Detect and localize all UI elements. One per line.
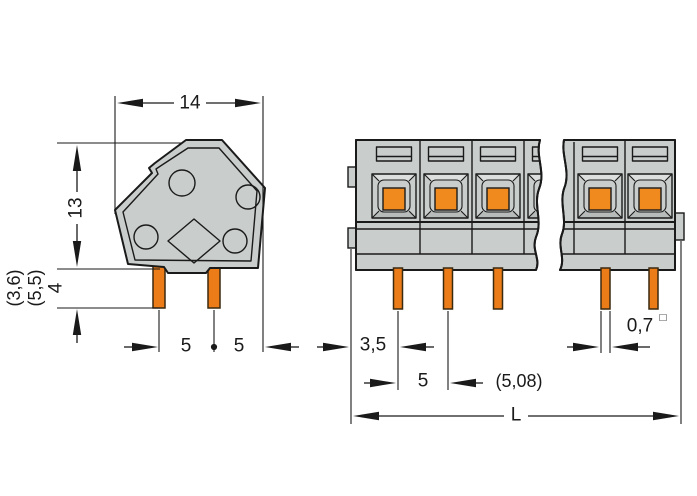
- mounting-tab: [347, 227, 357, 249]
- dim-label-pitch-alt: (5,08): [495, 371, 542, 391]
- dim-label-pin-spacing-left: 5: [181, 336, 192, 357]
- dim-pin-cross-section: 0,7 □: [567, 312, 667, 352]
- dim-label-pin-length: 4: [46, 282, 67, 293]
- dim-label-end-to-pin: 3,5: [360, 335, 386, 356]
- side-housing-inner-wall: [122, 147, 258, 262]
- dim-label-pin-length-alt2: (3,6): [4, 269, 24, 306]
- housing-hole: [222, 228, 248, 254]
- dim-housing-width: 14: [117, 93, 261, 114]
- dim-side-pin-spacing: 5 5: [124, 336, 299, 357]
- mounting-tab: [347, 166, 357, 188]
- pcb-pin: [392, 267, 404, 310]
- side-housing: [114, 139, 266, 274]
- dim-housing-height: 13: [66, 145, 87, 267]
- pcb-pin: [648, 267, 659, 310]
- dim-label-total-length: L: [511, 405, 522, 426]
- dim-pin-pitch: 5 (5,08): [364, 371, 543, 392]
- dim-pin-length: 4 (5,5) (3,6): [4, 269, 82, 343]
- front-view: [347, 139, 685, 310]
- dim-end-to-first-pin: 3,5: [317, 335, 434, 356]
- dim-label-pin-width-square-symbol: □: [660, 312, 667, 324]
- dim-total-length: L: [353, 405, 679, 426]
- front-right-details: [560, 140, 675, 255]
- dim-label-pin-length-alt: (5,5): [25, 269, 45, 306]
- front-housing-left-outline: [355, 139, 543, 271]
- dimension-annotations: 14 13 4 (5,5) (3,6) 5 5: [4, 93, 682, 426]
- extension-lines: [57, 96, 682, 424]
- dim-label-housing-height: 13: [66, 197, 87, 218]
- dim-label-housing-width: 14: [179, 93, 201, 114]
- dim-label-pin-width: 0,7: [627, 316, 653, 337]
- front-left-details: [356, 140, 542, 255]
- pcb-pin: [442, 267, 454, 310]
- housing-hole: [168, 169, 196, 197]
- dim-label-pitch: 5: [418, 371, 429, 392]
- front-housing-right-outline: [559, 139, 676, 271]
- pcb-pin: [492, 267, 504, 310]
- housing-hole: [235, 184, 261, 210]
- dim-label-pin-spacing-right: 5: [234, 336, 245, 357]
- mounting-tab: [674, 212, 685, 241]
- pcb-pin: [600, 267, 611, 310]
- pcb-pin: [152, 265, 166, 309]
- housing-diamond-opening: [167, 218, 221, 264]
- housing-hole: [133, 224, 159, 250]
- pcb-pin: [207, 265, 221, 309]
- side-view: [114, 139, 266, 309]
